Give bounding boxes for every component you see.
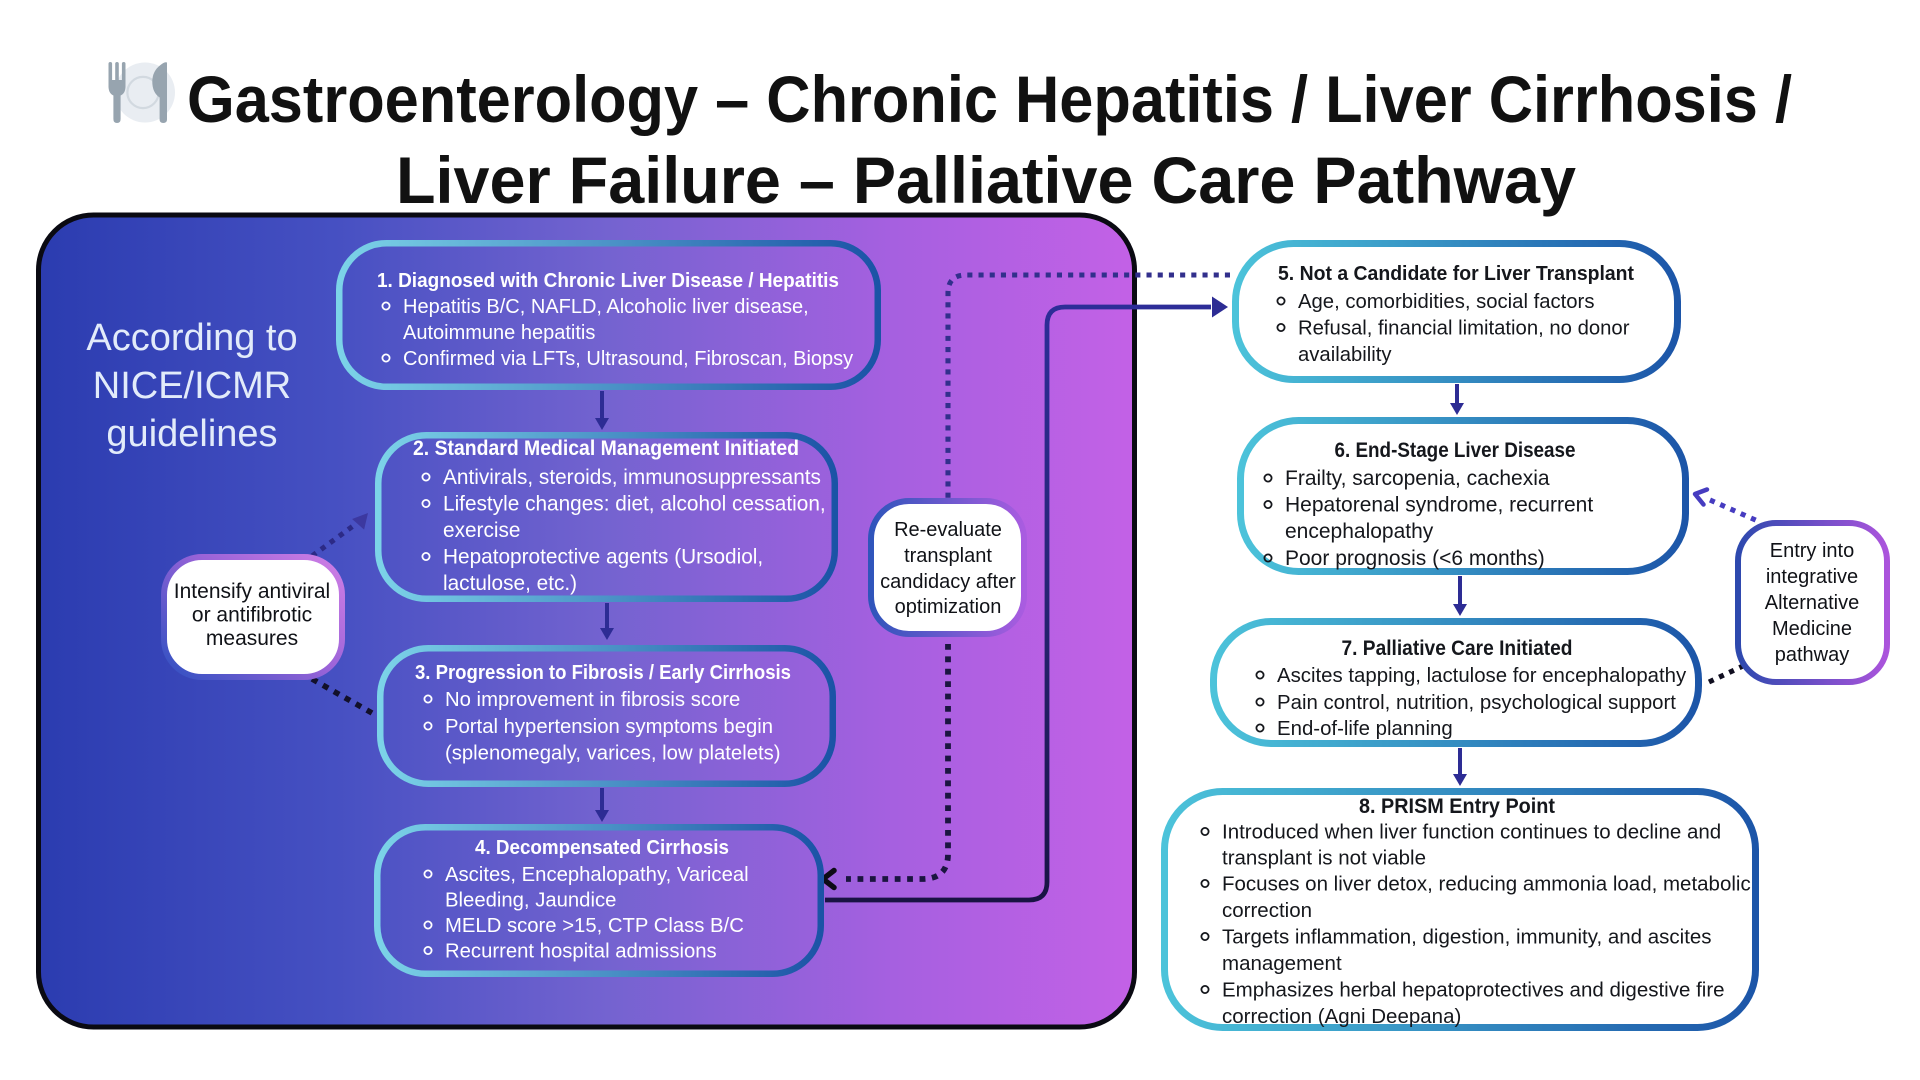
svg-text:Ascites tapping, lactulose for: Ascites tapping, lactulose for encephalo… [1277,665,1687,687]
svg-text:lactulose, etc.): lactulose, etc.) [443,572,577,595]
svg-text:End-of-life planning: End-of-life planning [1277,718,1453,740]
svg-text:integrative: integrative [1766,566,1858,588]
svg-text:Age, comorbidities, social fac: Age, comorbidities, social factors [1298,291,1594,313]
svg-text:No improvement in fibrosis sco: No improvement in fibrosis score [445,689,740,711]
svg-text:Confirmed via LFTs, Ultrasound: Confirmed via LFTs, Ultrasound, Fibrosca… [403,348,853,370]
svg-text:pathway: pathway [1775,644,1850,666]
svg-text:Intensify antiviral: Intensify antiviral [174,580,330,603]
svg-text:Autoimmune hepatitis: Autoimmune hepatitis [403,322,595,344]
svg-text:transplant: transplant [904,545,992,567]
svg-text:Pain control, nutrition, psych: Pain control, nutrition, psychological s… [1277,692,1676,714]
svg-text:Entry into: Entry into [1770,540,1854,562]
svg-text:4. Decompensated Cirrhosis: 4. Decompensated Cirrhosis [475,836,729,859]
svg-text:correction (Agni Deepana): correction (Agni Deepana) [1222,1005,1461,1028]
svg-text:Gastroenterology – Chronic Hep: Gastroenterology – Chronic Hepatitis / L… [187,62,1792,136]
svg-text:8. PRISM Entry Point: 8. PRISM Entry Point [1359,795,1555,818]
svg-text:exercise: exercise [443,519,520,542]
svg-text:1. Diagnosed with Chronic Live: 1. Diagnosed with Chronic Liver Disease … [377,270,839,292]
svg-text:Portal hypertension symptoms b: Portal hypertension symptoms begin [445,716,773,738]
svg-text:transplant is not viable: transplant is not viable [1222,847,1426,870]
svg-text:Emphasizes herbal hepatoprotec: Emphasizes herbal hepatoprotectives and … [1222,979,1725,1002]
svg-text:Poor prognosis (<6 months): Poor prognosis (<6 months) [1285,547,1545,570]
svg-text:correction: correction [1222,899,1312,922]
svg-text:According to: According to [86,317,297,359]
svg-text:Re-evaluate: Re-evaluate [894,519,1002,541]
svg-text:availability: availability [1298,344,1392,366]
svg-text:Medicine: Medicine [1772,618,1852,640]
svg-text:measures: measures [206,627,298,650]
svg-text:Focuses on liver detox, reduci: Focuses on liver detox, reducing ammonia… [1222,873,1751,896]
svg-text:Hepatoprotective agents (Ursod: Hepatoprotective agents (Ursodiol, [443,546,763,569]
svg-text:Bleeding, Jaundice: Bleeding, Jaundice [445,890,616,912]
svg-text:Antivirals, steroids, immunosu: Antivirals, steroids, immunosuppressants [443,466,821,489]
svg-text:or antifibrotic: or antifibrotic [192,604,312,627]
svg-text:Liver Failure – Palliative Car: Liver Failure – Palliative Care Pathway [396,143,1576,217]
svg-text:NICE/ICMR: NICE/ICMR [93,365,291,407]
svg-text:guidelines: guidelines [106,413,277,455]
svg-text:Lifestyle changes: diet, alcoh: Lifestyle changes: diet, alcohol cessati… [443,493,826,516]
svg-text:Introduced when liver function: Introduced when liver function continues… [1222,821,1721,844]
svg-text:encephalopathy: encephalopathy [1285,520,1434,543]
svg-text:Hepatitis B/C, NAFLD, Alcoholi: Hepatitis B/C, NAFLD, Alcoholic liver di… [403,296,809,318]
svg-text:Ascites, Encephalopathy, Varic: Ascites, Encephalopathy, Variceal [445,864,749,886]
svg-text:management: management [1222,952,1342,975]
svg-text:Alternative: Alternative [1765,592,1860,614]
svg-text:optimization: optimization [895,596,1002,618]
svg-text:2. Standard Medical Management: 2. Standard Medical Management Initiated [413,437,799,460]
svg-text:5. Not a Candidate for Liver T: 5. Not a Candidate for Liver Transplant [1278,262,1634,285]
svg-text:MELD score >15, CTP Class B/C: MELD score >15, CTP Class B/C [445,915,744,937]
svg-text:Refusal, financial limitation,: Refusal, financial limitation, no donor [1298,318,1630,340]
svg-text:Frailty, sarcopenia, cachexia: Frailty, sarcopenia, cachexia [1285,467,1550,490]
svg-text:Hepatorenal syndrome, recurren: Hepatorenal syndrome, recurrent [1285,494,1593,517]
svg-text:6. End-Stage Liver Disease: 6. End-Stage Liver Disease [1335,438,1576,462]
svg-text:Recurrent hospital admissions: Recurrent hospital admissions [445,941,717,963]
svg-text:7. Palliative Care Initiated: 7. Palliative Care Initiated [1342,637,1573,660]
svg-text:(splenomegaly, varices, low pl: (splenomegaly, varices, low platelets) [445,743,781,765]
svg-text:Targets inflammation, digestio: Targets inflammation, digestion, immunit… [1222,926,1712,949]
svg-text:3. Progression to Fibrosis / E: 3. Progression to Fibrosis / Early Cirrh… [415,661,791,684]
svg-text:candidacy after: candidacy after [880,571,1016,593]
